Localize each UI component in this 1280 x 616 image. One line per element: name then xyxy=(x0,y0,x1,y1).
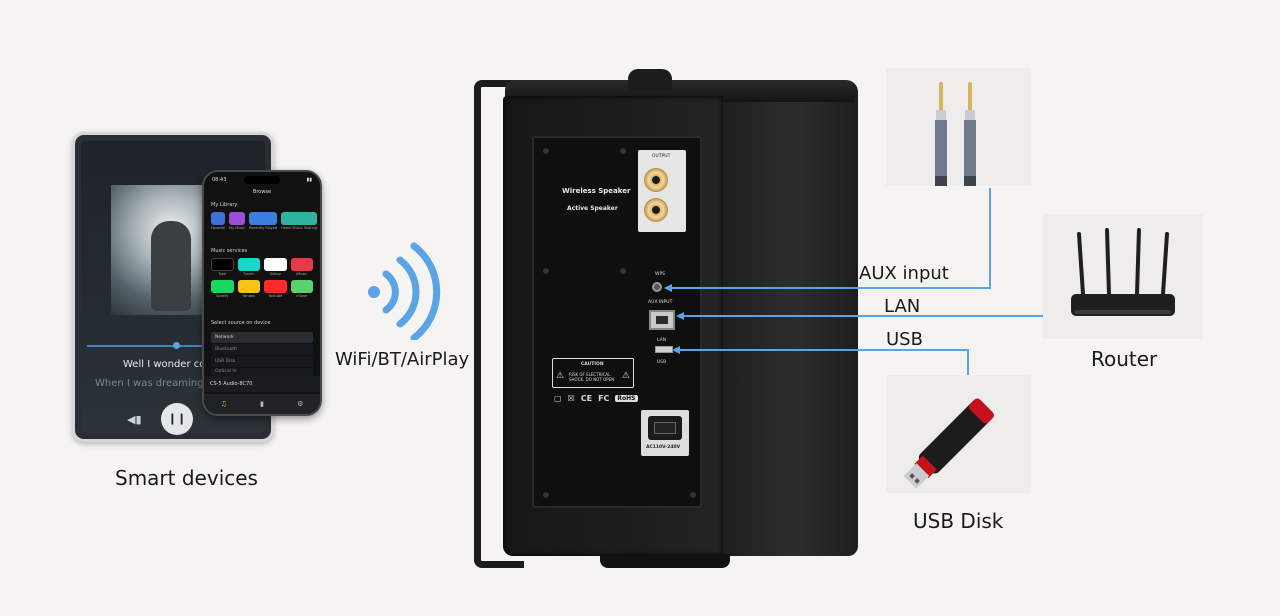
screw xyxy=(690,492,696,498)
mounting-bracket xyxy=(474,80,524,568)
speaker-model-line2: Active Speaker xyxy=(567,205,618,212)
source-item: Bluetooth xyxy=(211,344,313,355)
usb-connector-line xyxy=(676,349,969,375)
usb-disk-panel xyxy=(886,375,1031,493)
caution-text: RISK OF ELECTRICAL SHOCK. DO NOT OPEN xyxy=(569,372,615,382)
speaker-side-panel xyxy=(700,80,858,556)
wireless-label: WiFi/BT/AirPlay xyxy=(335,349,470,370)
screw xyxy=(620,268,626,274)
library-item: My Music xyxy=(229,212,246,230)
album-art-figure xyxy=(151,221,191,311)
usb-arrowhead xyxy=(672,346,680,354)
source-item: Optical In xyxy=(211,368,313,376)
power-switch xyxy=(654,422,676,434)
caution-label: CAUTION ⚠ RISK OF ELECTRICAL SHOCK. DO N… xyxy=(552,358,634,388)
source-item: USB Disk xyxy=(211,356,313,367)
service-item: Spotify xyxy=(211,280,234,298)
wireless-signal-icon xyxy=(368,242,441,340)
power-rating: AC110V-240V xyxy=(646,445,681,450)
my-library-heading: My Library xyxy=(211,202,238,208)
recycle-icon: ▢ xyxy=(554,394,562,403)
fc-mark: FC xyxy=(598,394,610,403)
usb-port xyxy=(655,346,673,353)
lan-port xyxy=(649,310,675,330)
aux-input-connection-label: AUX input xyxy=(859,263,949,284)
smartphone-device: 08:43 ▮▮ Browse My Library Favorite My M… xyxy=(202,170,322,416)
bin-icon: ☒ xyxy=(567,394,575,403)
now-playing-bar: CS-5 Audio-8C70 xyxy=(204,376,320,392)
caution-title: CAUTION xyxy=(581,362,604,367)
previous-track-icon: ◀▮ xyxy=(127,413,142,426)
music-services-heading: Music services xyxy=(211,248,248,254)
output-label: OUTPUT xyxy=(652,154,671,159)
lan-port-label: LAN xyxy=(657,338,667,343)
router-panel xyxy=(1043,214,1203,339)
router-icon xyxy=(1071,228,1175,316)
screw xyxy=(543,492,549,498)
phone-time: 08:43 xyxy=(212,177,227,183)
aux-cable-panel xyxy=(886,68,1031,186)
library-grid: Favorite My Music Recently Played Home M… xyxy=(211,212,318,230)
service-item: Tidal xyxy=(211,258,234,276)
library-item: Home Music Sharing xyxy=(281,212,318,230)
now-playing-device: CS-5 Audio-8C70 xyxy=(210,381,253,387)
aux-input-jack xyxy=(652,282,662,292)
ce-mark: CE xyxy=(580,394,593,403)
lyric-current: Well I wonder could xyxy=(123,359,221,370)
speaker-foot xyxy=(600,554,730,568)
music-note-icon: ♫ xyxy=(220,400,227,408)
signal-battery-icon: ▮▮ xyxy=(306,177,312,183)
usb-connection-label: USB xyxy=(886,329,923,350)
lan-arrowhead xyxy=(676,312,684,320)
source-item: Network xyxy=(211,332,313,343)
library-item: Recently Played xyxy=(249,212,278,230)
certification-marks: ▢ ☒ CE FC RoHS xyxy=(554,394,638,403)
aux-arrowhead xyxy=(664,284,672,292)
binding-post-positive xyxy=(644,168,668,192)
lyric-next: When I was dreaming abo xyxy=(95,378,226,389)
aux-cable-icon xyxy=(935,82,976,186)
service-item: Youtube xyxy=(264,280,287,298)
screw xyxy=(620,148,626,154)
warning-icon: ⚠ xyxy=(556,371,565,381)
rohs-mark: RoHS xyxy=(615,395,638,402)
smart-devices-label: Smart devices xyxy=(115,466,258,490)
pause-icon: ❙❙ xyxy=(161,403,193,435)
bracket-knob xyxy=(628,69,672,91)
select-source-heading: Select source on device xyxy=(211,320,271,326)
phone-notch xyxy=(244,176,280,184)
playback-progress xyxy=(87,342,259,349)
service-item: vTuner xyxy=(290,280,313,298)
screw xyxy=(543,148,549,154)
aux-connector-line xyxy=(668,188,991,289)
router-label: Router xyxy=(1091,347,1158,371)
settings-icon: ⚙ xyxy=(297,400,304,408)
phone-status-bar: 08:43 ▮▮ xyxy=(212,177,312,183)
screw xyxy=(543,268,549,274)
speaker-model-line1: Wireless Speaker xyxy=(562,187,631,195)
usb-disk-icon xyxy=(903,398,994,489)
warning-icon: ⚠ xyxy=(621,371,630,381)
service-item: TuneIn xyxy=(237,258,260,276)
service-item: Yandex xyxy=(237,280,260,298)
service-item: Qobuz xyxy=(264,258,287,276)
binding-post-negative xyxy=(644,198,668,222)
usb-port-label: USB xyxy=(657,360,667,365)
music-services-grid: Tidal TuneIn Qobuz iMusic Spotify Yandex… xyxy=(211,258,313,298)
wps-label: WPS xyxy=(655,272,666,277)
library-item: Favorite xyxy=(211,212,225,230)
lan-connection-label: LAN xyxy=(884,296,921,317)
aux-input-label: AUX INPUT xyxy=(648,300,673,305)
speaker-output-terminals: OUTPUT xyxy=(638,150,686,232)
phone-screen-title: Browse xyxy=(252,189,272,195)
service-item: iMusic xyxy=(290,258,313,276)
device-icon: ▮ xyxy=(260,400,264,408)
phone-tab-bar: ♫ ▮ ⚙ xyxy=(204,394,320,414)
usb-disk-label: USB Disk xyxy=(913,509,1004,533)
